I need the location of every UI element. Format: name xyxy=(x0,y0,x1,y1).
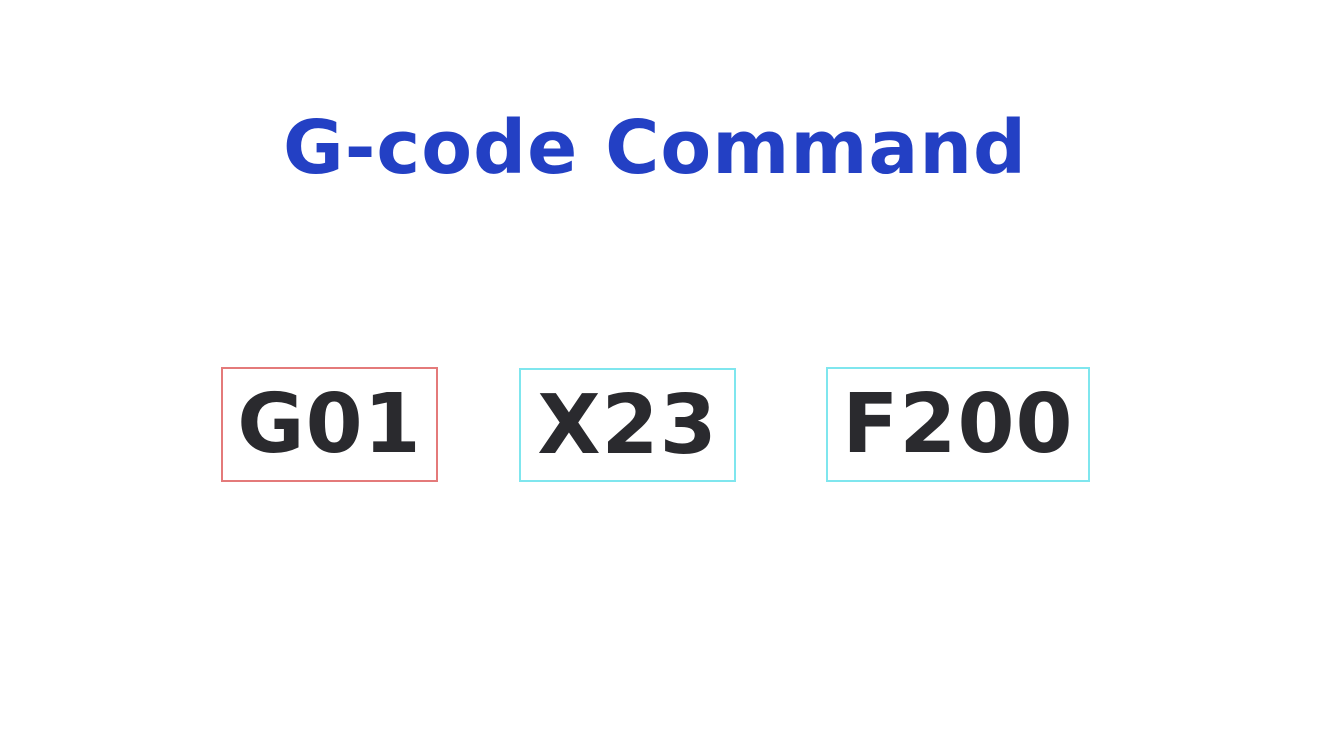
token-label: F200 xyxy=(842,377,1074,472)
token-parameter-f200: F200 xyxy=(826,367,1090,482)
token-label: G01 xyxy=(237,377,422,472)
token-command-g01: G01 xyxy=(221,367,438,482)
token-parameter-x23: X23 xyxy=(519,368,736,482)
token-label: X23 xyxy=(537,377,718,473)
diagram-title: G-code Command xyxy=(282,105,1028,191)
